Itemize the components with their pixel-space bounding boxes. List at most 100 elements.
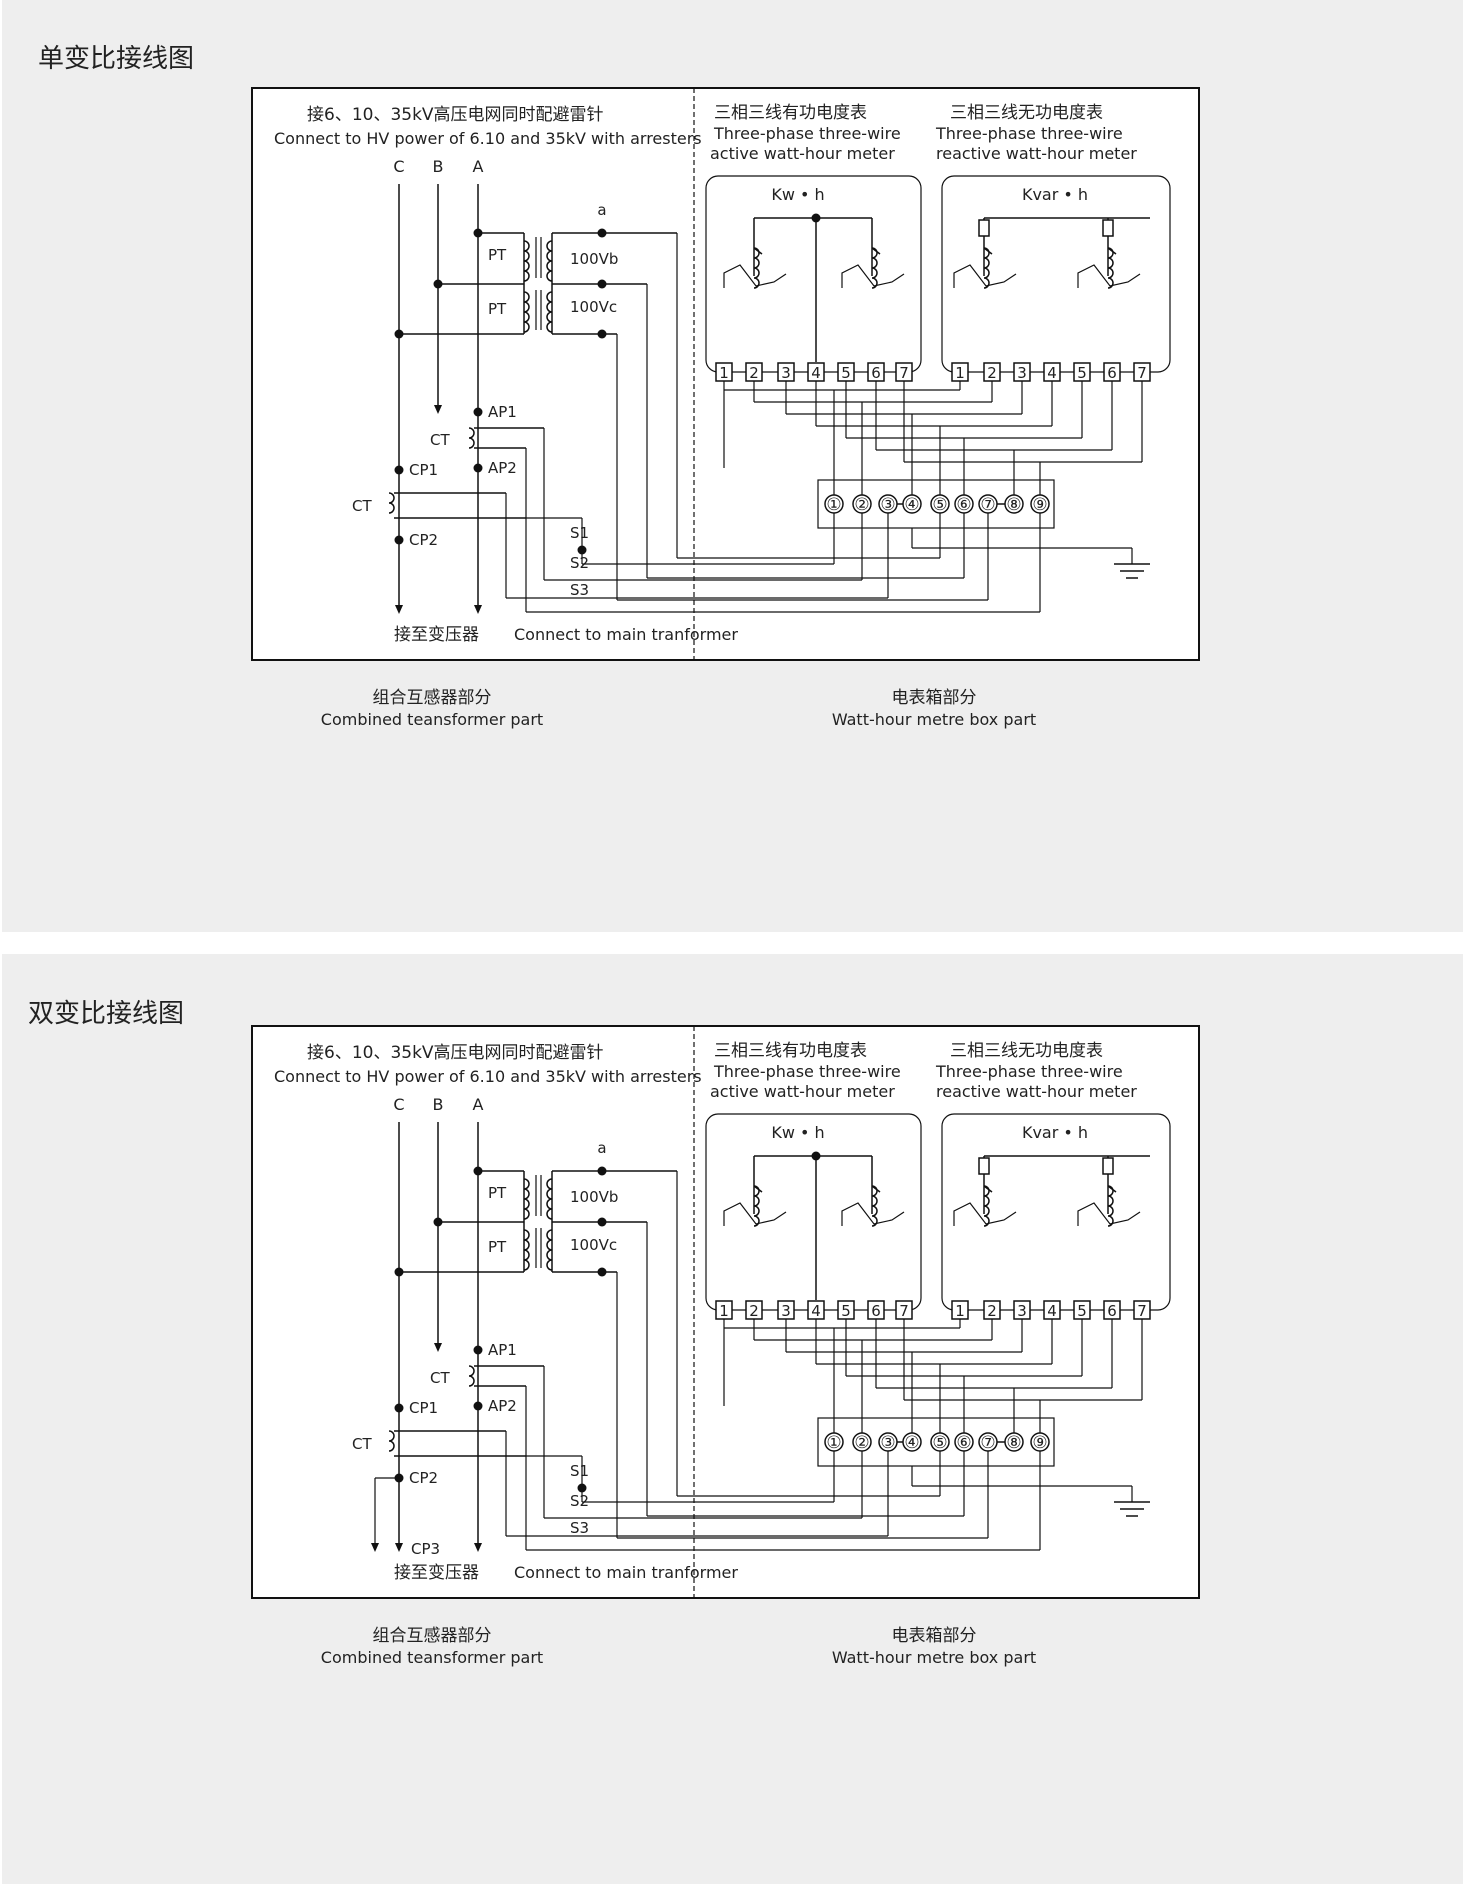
s1-label: S1	[570, 524, 589, 542]
meter-terminal-label: 1	[955, 364, 965, 382]
terminal-block	[817, 1417, 1055, 1467]
meter-terminal-label: 5	[1077, 1302, 1087, 1320]
meter-terminal-label: 5	[1077, 364, 1087, 382]
ap1-label: AP1	[488, 403, 517, 421]
meter-terminal-label: 7	[899, 364, 909, 382]
meter-terminal-label: 7	[1137, 364, 1147, 382]
box-terminal-label: ⑧	[1006, 495, 1021, 515]
hv-note-en: Connect to HV power of 6.10 and 35kV wit…	[274, 129, 702, 148]
meter-terminal-label: 2	[749, 1302, 759, 1320]
box-terminal-label: ⑥	[956, 1433, 971, 1453]
meter-terminal-label: 6	[1107, 1302, 1117, 1320]
box-terminal-label: ⑤	[932, 1433, 947, 1453]
ap1-label: AP1	[488, 1341, 517, 1359]
box-terminal-label: ①	[826, 495, 841, 515]
kvarh-label: Kvar • h	[1022, 185, 1088, 204]
caption-right-cn: 电表箱部分	[892, 1626, 977, 1646]
box-terminal-label: ⑨	[1032, 495, 1047, 515]
secondary-b-label: 100Vb	[570, 1188, 618, 1206]
meter-terminal-label: 1	[719, 364, 729, 382]
phase-b-label: B	[433, 1095, 444, 1114]
s2-label: S2	[570, 554, 589, 572]
box-terminal-label: ③	[880, 1433, 895, 1453]
caption-right-cn: 电表箱部分	[892, 688, 977, 708]
to-transformer-en: Connect to main tranformer	[514, 625, 738, 644]
meter-terminal-label: 6	[871, 364, 881, 382]
caption-right-en: Watt-hour metre box part	[832, 1648, 1036, 1667]
active-meter-cn: 三相三线有功电度表	[714, 1041, 867, 1061]
secondary-b-label: 100Vb	[570, 250, 618, 268]
ap2-label: AP2	[488, 459, 517, 477]
box-terminal-label: ⑥	[956, 495, 971, 515]
box-terminal-label: ④	[904, 1433, 919, 1453]
cp3-label: CP3	[411, 1540, 440, 1558]
secondary-a-label: a	[597, 201, 606, 219]
hv-note-cn: 接6、10、35kV高压电网同时配避雷针	[307, 1043, 604, 1063]
reactive-meter-cn: 三相三线无功电度表	[950, 103, 1103, 123]
s1-label: S1	[570, 1462, 589, 1480]
to-transformer-cn: 接至变压器	[394, 1563, 479, 1583]
to-transformer-en: Connect to main tranformer	[514, 1563, 738, 1582]
active-meter-cn: 三相三线有功电度表	[714, 103, 867, 123]
meter-terminal-label: 2	[987, 364, 997, 382]
cp2-label: CP2	[409, 1469, 438, 1487]
reactive-meter-en1: Three-phase three-wire	[935, 1062, 1123, 1081]
meter-terminal-label: 7	[899, 1302, 909, 1320]
cp1-label: CP1	[409, 1399, 438, 1417]
reactive-meter-en2: reactive watt-hour meter	[936, 144, 1137, 163]
pt-label: PT	[488, 1184, 507, 1202]
title-double-ratio: 双变比接线图	[28, 999, 185, 1029]
phase-a-label: A	[473, 1095, 484, 1114]
box-terminal-label: ③	[880, 495, 895, 515]
meter-terminal-label: 3	[781, 1302, 791, 1320]
pt-label: PT	[488, 1238, 507, 1256]
box-terminal-label: ⑧	[1006, 1433, 1021, 1453]
meter-terminal-label: 1	[719, 1302, 729, 1320]
box-terminal-label: ⑨	[1032, 1433, 1047, 1453]
title-single-ratio: 单变比接线图	[38, 44, 195, 74]
active-meter-en1: Three-phase three-wire	[713, 124, 901, 143]
meter-terminal-label: 4	[811, 1302, 821, 1320]
s3-label: S3	[570, 581, 589, 599]
meter-terminal-label: 7	[1137, 1302, 1147, 1320]
caption-right-en: Watt-hour metre box part	[832, 710, 1036, 729]
meter-terminal-label: 3	[781, 364, 791, 382]
ap2-label: AP2	[488, 1397, 517, 1415]
box-terminal-label: ⑦	[980, 1433, 995, 1453]
box-terminal-label: ⑦	[980, 495, 995, 515]
meter-terminal-label: 3	[1017, 1302, 1027, 1320]
phase-c-label: C	[393, 157, 404, 176]
active-meter-en2: active watt-hour meter	[710, 1082, 895, 1101]
caption-left-cn: 组合互感器部分	[373, 688, 492, 708]
reactive-meter-en2: reactive watt-hour meter	[936, 1082, 1137, 1101]
phase-a-label: A	[473, 157, 484, 176]
terminal-block	[817, 479, 1055, 529]
reactive-meter-cn: 三相三线无功电度表	[950, 1041, 1103, 1061]
box-terminal-label: ④	[904, 495, 919, 515]
ct-a-label: CT	[430, 1369, 450, 1387]
meter-terminal-label: 4	[1047, 364, 1057, 382]
pt-label: PT	[488, 246, 507, 264]
pt-label: PT	[488, 300, 507, 318]
meter-terminal-label: 2	[749, 364, 759, 382]
meter-terminal-label: 2	[987, 1302, 997, 1320]
cp2-label: CP2	[409, 531, 438, 549]
phase-b-label: B	[433, 157, 444, 176]
secondary-a-label: a	[597, 1139, 606, 1157]
active-meter-en1: Three-phase three-wire	[713, 1062, 901, 1081]
meter-terminal-label: 4	[811, 364, 821, 382]
cp1-label: CP1	[409, 461, 438, 479]
s3-label: S3	[570, 1519, 589, 1537]
meter-terminal-label: 3	[1017, 364, 1027, 382]
caption-left-cn: 组合互感器部分	[373, 1626, 492, 1646]
ct-c-label: CT	[352, 1435, 372, 1453]
box-terminal-label: ②	[854, 1433, 869, 1453]
reactive-meter-en1: Three-phase three-wire	[935, 124, 1123, 143]
box-terminal-label: ①	[826, 1433, 841, 1453]
kwh-label: Kw • h	[771, 185, 824, 204]
caption-left-en: Combined teansformer part	[321, 1648, 543, 1667]
phase-c-label: C	[393, 1095, 404, 1114]
